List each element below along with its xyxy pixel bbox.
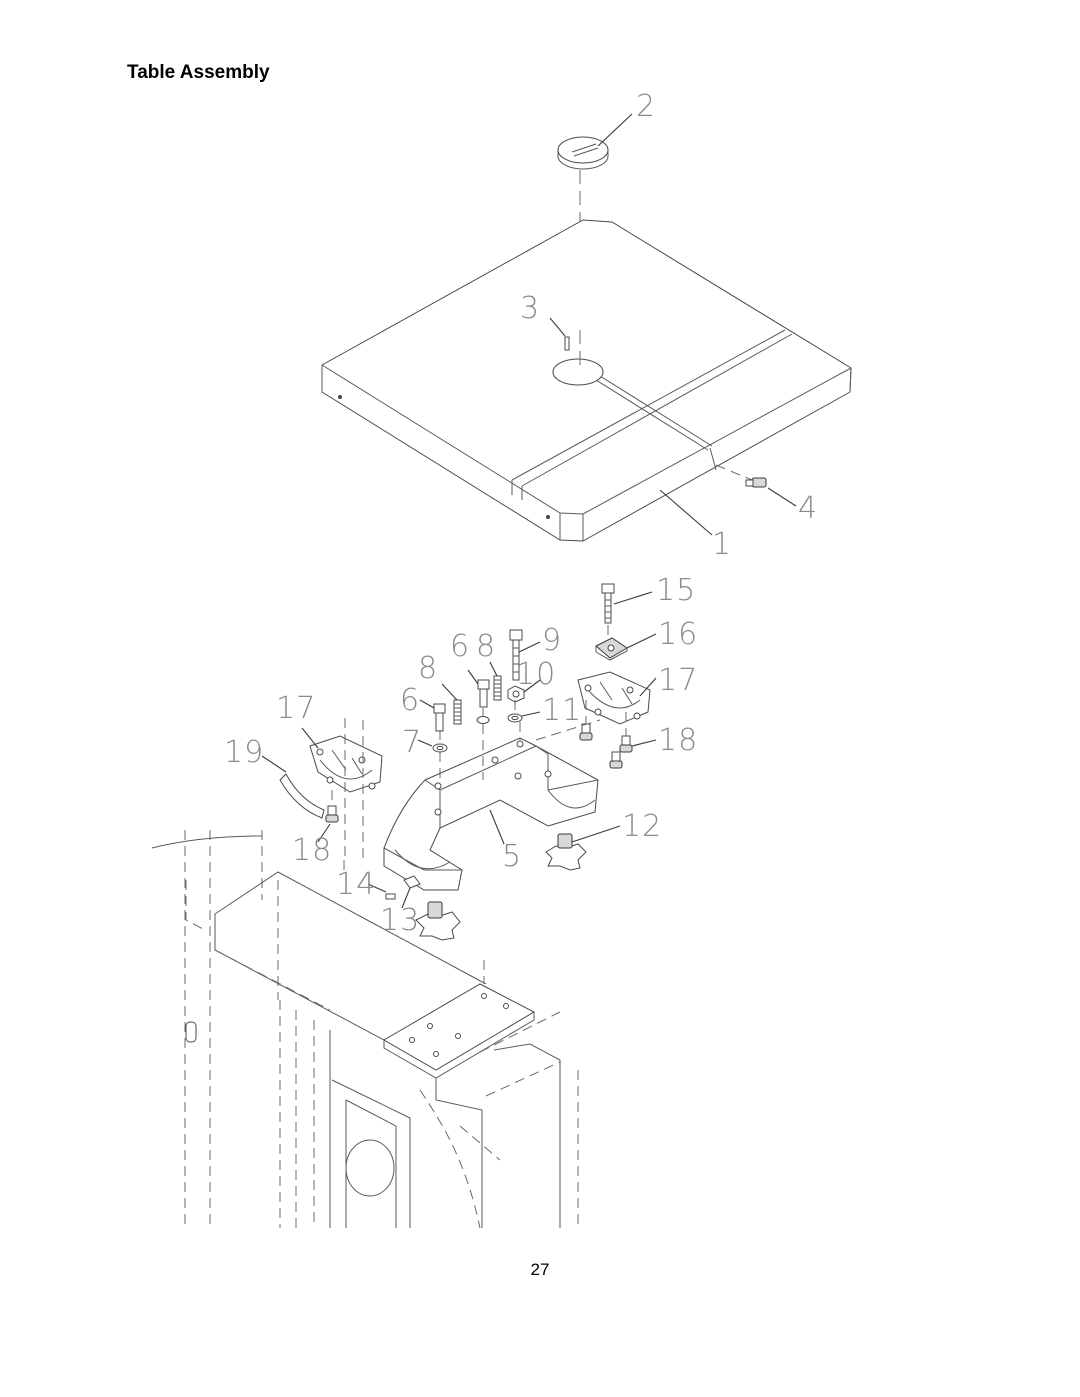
screw-part-18-left bbox=[317, 805, 339, 843]
callout-6-left: 6 bbox=[400, 683, 420, 718]
callout-3: 3 bbox=[520, 291, 540, 326]
callout-17-right: 17 bbox=[658, 663, 698, 698]
trunnion-bracket-part-5 bbox=[383, 737, 599, 891]
callout-15: 15 bbox=[656, 573, 696, 608]
square-nut-part-16 bbox=[595, 633, 657, 661]
washer-part-11 bbox=[507, 711, 541, 723]
callout-5: 5 bbox=[502, 839, 522, 874]
washer-part-7 bbox=[417, 739, 448, 753]
callout-7: 7 bbox=[402, 725, 422, 760]
callout-16: 16 bbox=[658, 617, 698, 652]
trunnion-part-17-right bbox=[577, 671, 657, 725]
callout-10: 10 bbox=[516, 657, 556, 692]
callout-9: 9 bbox=[542, 623, 562, 658]
table-top-part-1 bbox=[321, 219, 852, 542]
setscrew-part-8-center bbox=[489, 661, 502, 701]
bolt-part-6-left bbox=[419, 699, 446, 732]
nut-part-10 bbox=[507, 679, 541, 703]
bolt-part-15 bbox=[601, 583, 653, 624]
trunnion-part-17-left bbox=[301, 727, 383, 793]
knob-part-12 bbox=[545, 825, 621, 871]
setscrew-part-8-left bbox=[441, 683, 462, 725]
screw-part-14 bbox=[367, 883, 396, 900]
knob-part-13-lower bbox=[415, 901, 461, 941]
callout-4: 4 bbox=[798, 491, 818, 526]
saw-frame-outline bbox=[151, 830, 579, 1229]
callout-13: 13 bbox=[380, 903, 420, 938]
callout-8-left: 8 bbox=[418, 651, 438, 686]
screws-part-18-right bbox=[579, 700, 657, 769]
callout-18-right: 18 bbox=[658, 723, 698, 758]
pointer-part-19 bbox=[261, 755, 325, 819]
callout-11: 11 bbox=[542, 693, 582, 728]
plate-part-13 bbox=[401, 875, 421, 909]
long-bolt-part-9 bbox=[509, 629, 541, 681]
page-title: Table Assembly bbox=[127, 62, 270, 83]
callout-2: 2 bbox=[636, 89, 656, 124]
table-insert-part-2 bbox=[557, 113, 633, 170]
callout-17-left: 17 bbox=[276, 691, 316, 726]
bolt-part-6-center bbox=[467, 669, 490, 708]
callout-1: 1 bbox=[712, 527, 732, 562]
callout-14: 14 bbox=[336, 867, 376, 902]
page-number: 27 bbox=[530, 1260, 550, 1279]
callout-6-center: 6 bbox=[450, 629, 470, 664]
callout-12: 12 bbox=[622, 809, 662, 844]
screw-part-4 bbox=[715, 464, 797, 507]
callout-19: 19 bbox=[224, 735, 264, 770]
callout-18-left: 18 bbox=[292, 833, 332, 868]
callout-8-center: 8 bbox=[476, 629, 496, 664]
pin-part-3 bbox=[549, 317, 570, 351]
